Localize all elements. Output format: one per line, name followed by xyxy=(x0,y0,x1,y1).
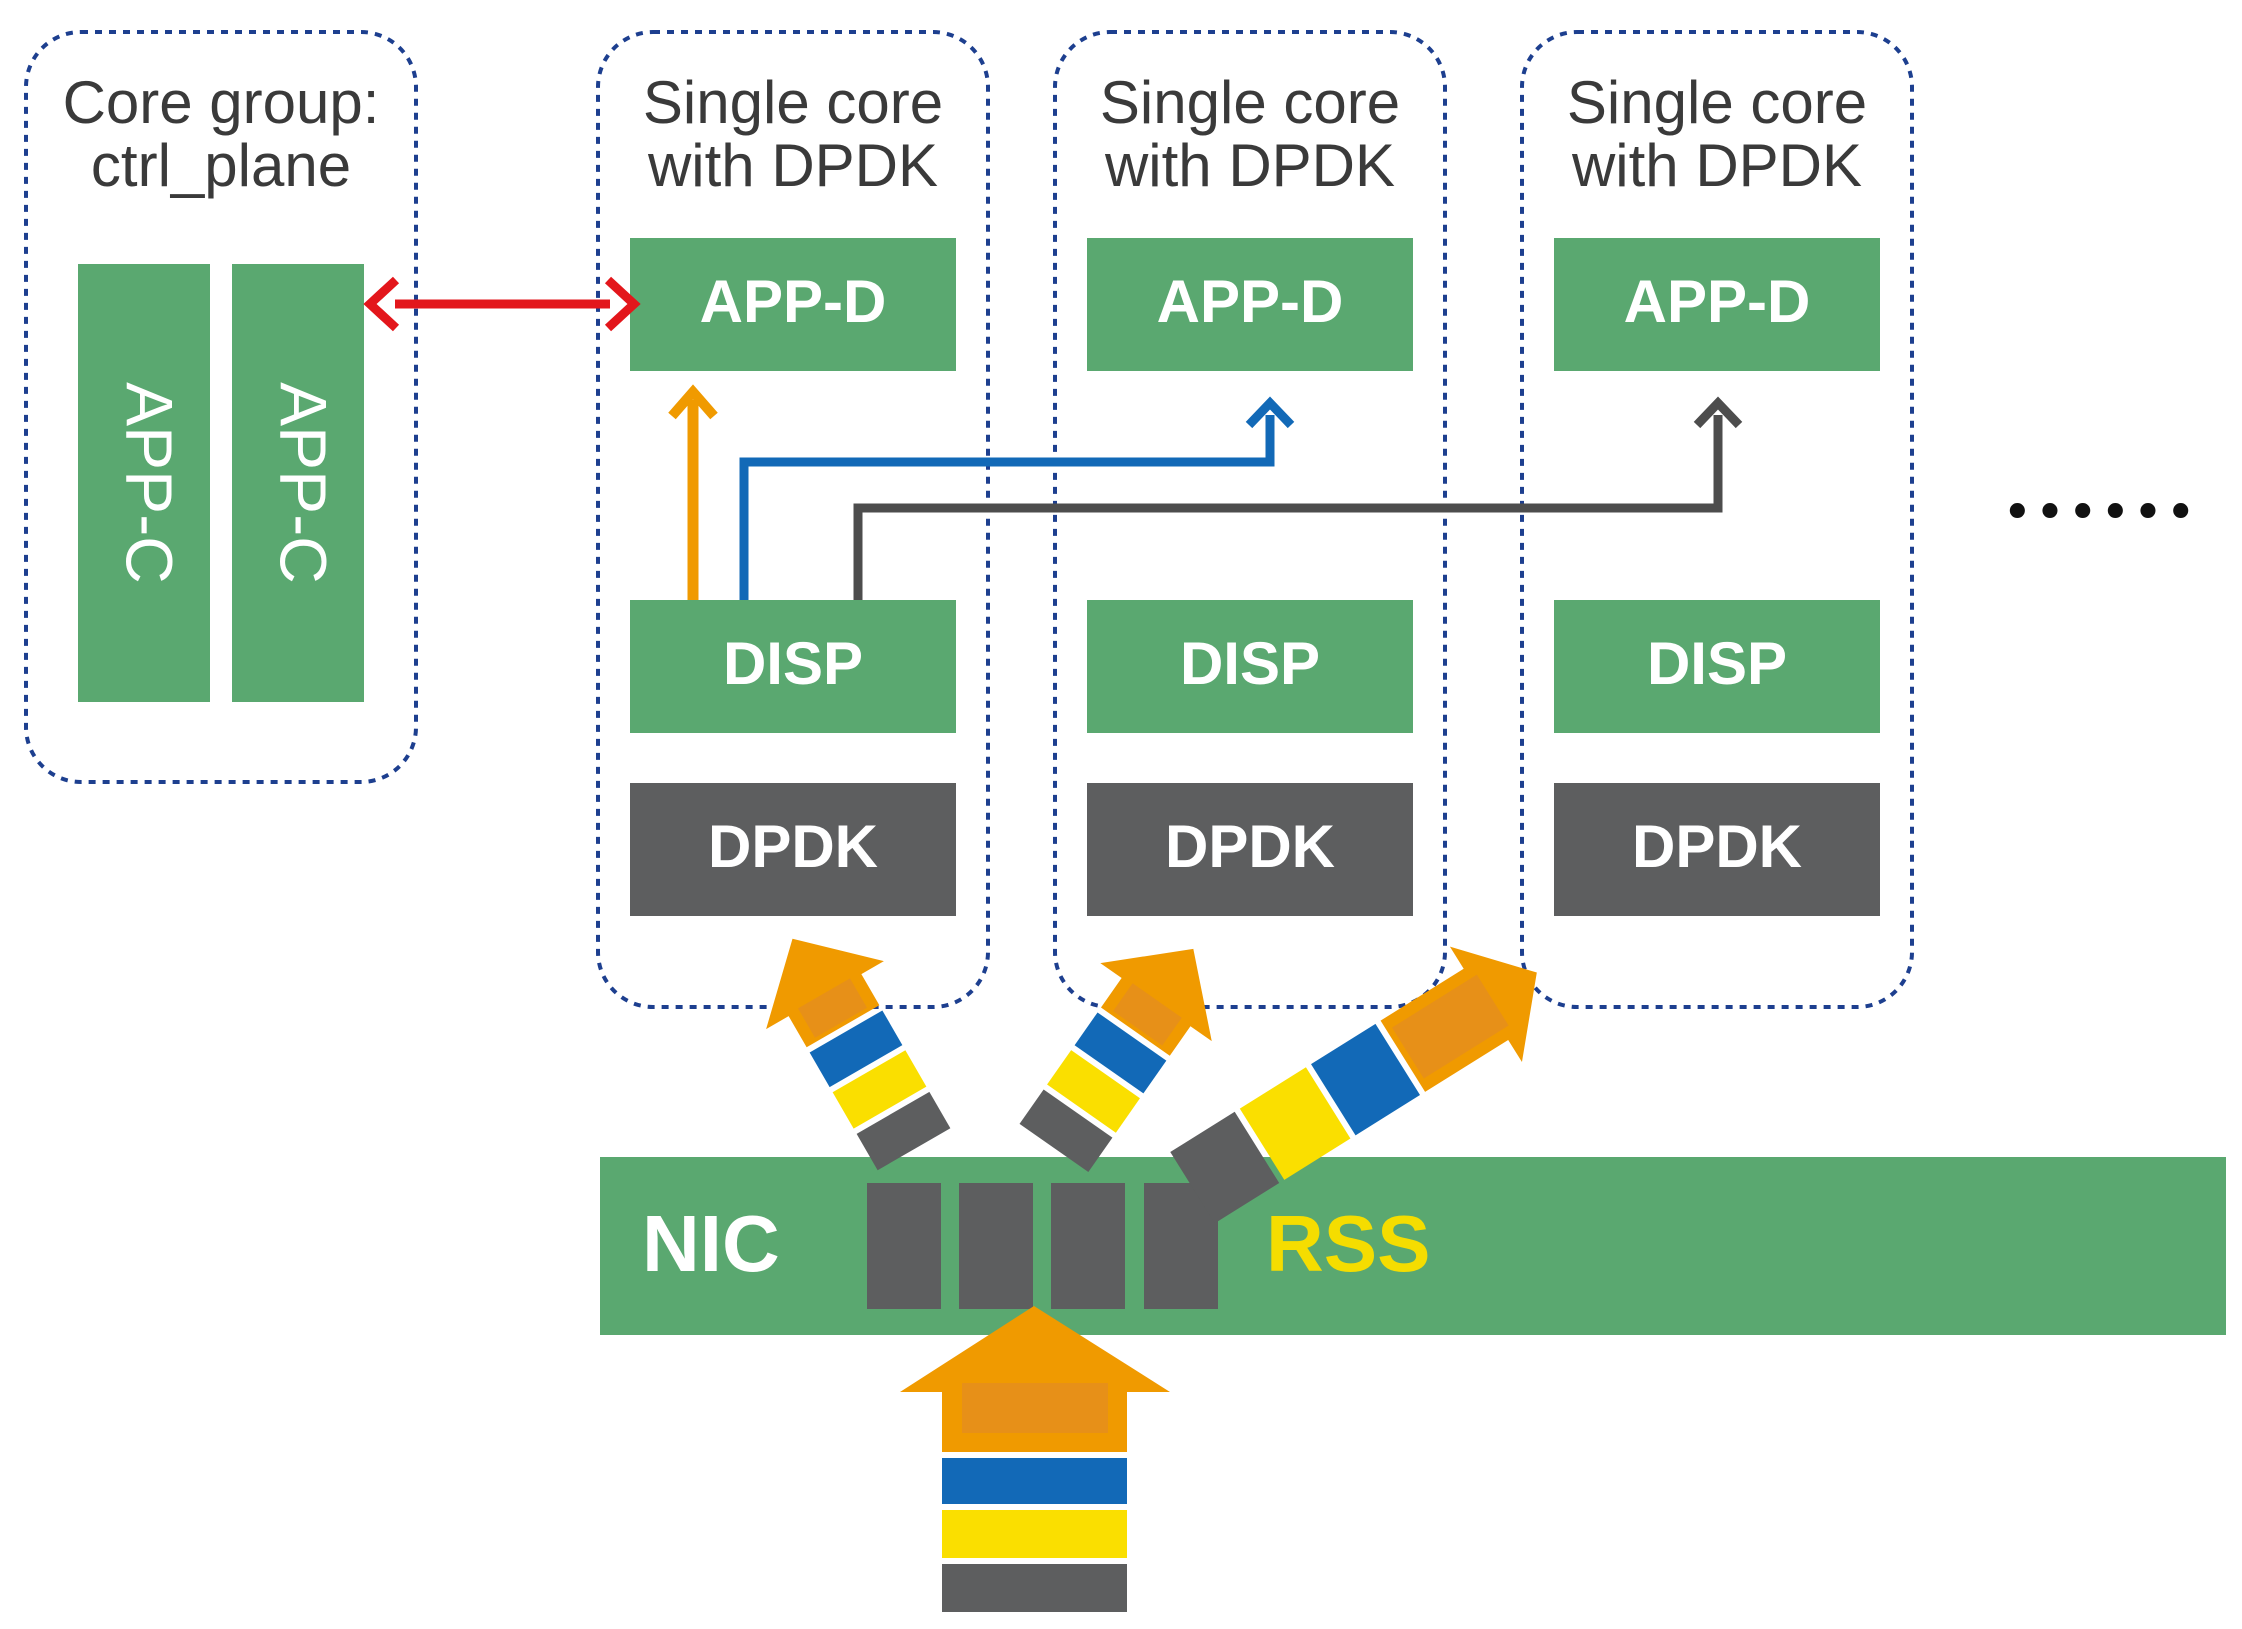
core-border-2 xyxy=(1053,30,1447,1009)
packet-stream-arrow-icon xyxy=(900,1306,1170,1612)
orange-up-arrow-icon xyxy=(668,384,718,600)
app-d-block xyxy=(1087,238,1413,371)
packet-blue xyxy=(809,1010,903,1088)
more-cores-ellipsis: •••••• xyxy=(2002,483,2198,543)
ctrl-plane-group: Core group: ctrl_plane APP-C APP-C xyxy=(24,30,418,784)
packet-blue xyxy=(1074,1012,1167,1094)
packet-gray xyxy=(1170,1111,1280,1224)
bidirectional-red-arrow-icon xyxy=(363,276,641,332)
app-d-block xyxy=(1554,238,1880,371)
stream-to-core-3-arrow-icon xyxy=(1170,946,1537,1224)
ctrl-plane-title-line1: Core group: xyxy=(63,69,380,136)
nic-bar: NIC RSS xyxy=(600,1157,2226,1335)
disp-block xyxy=(630,600,956,733)
packet-orange-overlay xyxy=(1113,983,1182,1046)
app-d-block xyxy=(630,238,956,371)
rx-queue-3 xyxy=(1051,1183,1125,1309)
rss-label: RSS xyxy=(1266,1199,1431,1288)
core-group-2: Single core with DPDK APP-D DISP DPDK xyxy=(1053,30,1447,1009)
dpdk-block xyxy=(1554,783,1880,916)
blue-elbow-arrow-icon xyxy=(739,396,1295,600)
stream-to-core-1-arrow-icon xyxy=(766,938,951,1171)
disp-block xyxy=(1087,600,1413,733)
core-title-line1: Single core xyxy=(643,69,943,136)
packet-yellow xyxy=(1239,1067,1351,1180)
core-title-line2: with DPDK xyxy=(647,132,938,199)
core-title-line2: with DPDK xyxy=(1571,132,1862,199)
app-c-block-1 xyxy=(78,264,210,702)
app-c-block-2 xyxy=(232,264,364,702)
ctrl-plane-title-line2: ctrl_plane xyxy=(91,132,351,199)
packet-orange-overlay xyxy=(1392,974,1509,1079)
packet-yellow xyxy=(832,1050,927,1129)
disp-label: DISP xyxy=(723,630,863,697)
nic-label: NIC xyxy=(642,1199,780,1288)
rx-queue-2 xyxy=(959,1183,1033,1309)
packet-yellow xyxy=(1047,1050,1140,1133)
core-title-line2: with DPDK xyxy=(1104,132,1395,199)
gray-elbow-arrow-icon xyxy=(853,396,1743,600)
app-c-label-2: APP-C xyxy=(267,382,341,584)
app-c-label-1: APP-C xyxy=(113,382,187,584)
core-group-1: Single core with DPDK APP-D DISP DPDK xyxy=(596,30,990,1009)
stream-to-core-2-arrow-icon xyxy=(1019,948,1212,1173)
core-group-3: Single core with DPDK APP-D DISP DPDK xyxy=(1520,30,1914,1009)
dpdk-label: DPDK xyxy=(708,813,878,880)
packet-blue xyxy=(942,1458,1127,1504)
disp-block xyxy=(1554,600,1880,733)
packet-orange-overlay xyxy=(798,978,867,1038)
disp-label: DISP xyxy=(1180,630,1320,697)
core-border-3 xyxy=(1520,30,1914,1009)
app-d-label: APP-D xyxy=(700,268,887,335)
packet-yellow xyxy=(942,1510,1127,1558)
app-d-label: APP-D xyxy=(1624,268,1811,335)
packet-orange-overlay xyxy=(962,1383,1108,1433)
dpdk-block xyxy=(630,783,956,916)
packet-gray xyxy=(856,1091,951,1171)
disp-label: DISP xyxy=(1647,630,1787,697)
core-title-line1: Single core xyxy=(1100,69,1400,136)
dpdk-label: DPDK xyxy=(1632,813,1802,880)
ctrl-plane-border xyxy=(24,30,418,784)
packet-blue xyxy=(1311,1023,1420,1136)
rx-queue-1 xyxy=(867,1183,941,1309)
dpdk-label: DPDK xyxy=(1165,813,1335,880)
packet-gray xyxy=(942,1564,1127,1612)
app-d-label: APP-D xyxy=(1157,268,1344,335)
core-title-line1: Single core xyxy=(1567,69,1867,136)
packet-gray xyxy=(1019,1089,1113,1173)
dpdk-block xyxy=(1087,783,1413,916)
